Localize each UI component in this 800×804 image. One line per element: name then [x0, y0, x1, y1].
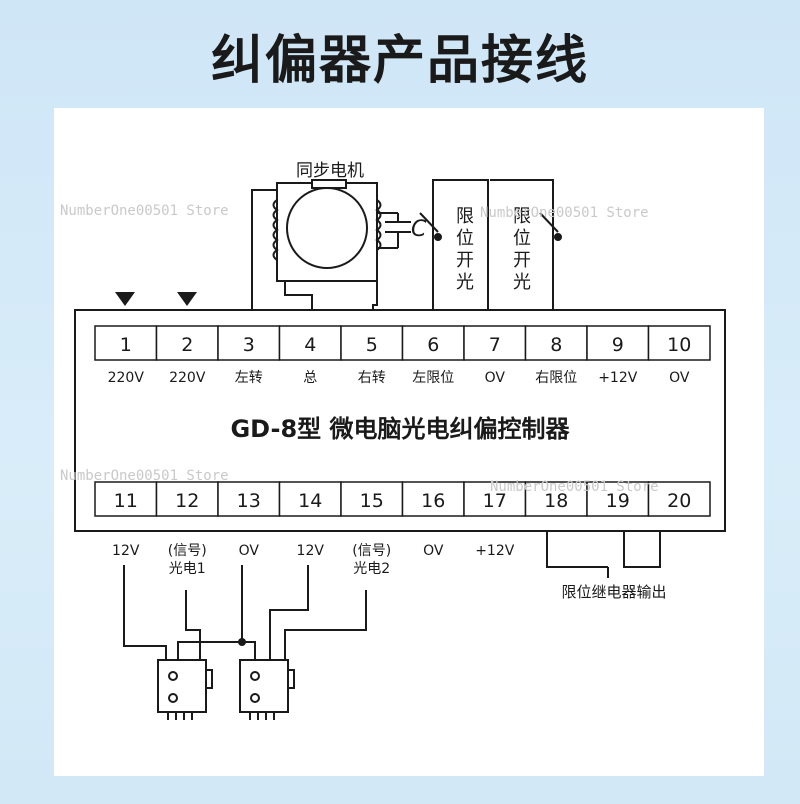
top-terminal-10 [647, 325, 711, 361]
bottom-terminal-19 [586, 481, 650, 517]
top-terminal-label: +12V [598, 370, 638, 386]
photoelectric-sensor-2-icon [239, 659, 295, 720]
limit-switch-left-loop [432, 179, 489, 318]
top-terminal-number: 5 [366, 334, 378, 356]
svg-text:开: 开 [456, 250, 474, 271]
svg-text:光: 光 [513, 272, 531, 293]
svg-text:位: 位 [456, 228, 474, 249]
top-terminal-label: 右限位 [535, 370, 577, 386]
top-terminal-label: 左限位 [412, 370, 454, 386]
top-terminal-label: 220V [169, 370, 206, 386]
top-terminal-label: 右转 [358, 370, 386, 386]
relay-output-label: 限位继电器输出 [561, 583, 666, 601]
limit-switch-label-left: 限 位 开 光 [456, 206, 474, 293]
page-title: 纠偏器产品接线 [210, 31, 589, 91]
photoelectric-sensor-1-icon [157, 659, 213, 720]
watermark-3: NumberOne00501 Store [60, 468, 229, 484]
bottom-terminal-number: 16 [421, 490, 445, 512]
limit-switch-right-contact [539, 212, 559, 233]
top-terminal-number: 3 [243, 334, 255, 356]
top-terminal-7 [463, 325, 527, 361]
watermark-2: NumberOne00501 Store [480, 205, 649, 221]
power-arrow-2-icon [177, 292, 197, 306]
bottom-terminal-18 [524, 481, 588, 517]
junction-dot [238, 638, 246, 646]
bottom-terminal-label: 光电2 [353, 561, 390, 577]
bottom-terminal-16 [401, 481, 465, 517]
watermark-1: NumberOne00501 Store [60, 203, 229, 219]
top-terminal-number: 10 [667, 334, 691, 356]
svg-text:位: 位 [513, 228, 531, 249]
bottom-terminal-number: 15 [360, 490, 384, 512]
top-terminal-number: 6 [427, 334, 439, 356]
relay-output-wiring [546, 531, 661, 578]
top-terminal-label: 左转 [235, 370, 263, 386]
top-terminal-number: 9 [612, 334, 624, 356]
bottom-terminal-14 [278, 481, 342, 517]
top-terminal-number: 4 [304, 334, 316, 356]
bottom-terminal-label: 12V [112, 543, 140, 559]
top-terminal-label: OV [669, 370, 690, 386]
bottom-terminal-label: 12V [297, 543, 325, 559]
bottom-terminal-label: (信号) [352, 543, 391, 559]
synchronous-motor [251, 179, 411, 318]
bottom-terminal-number: 20 [667, 490, 691, 512]
top-terminal-label: OV [485, 370, 506, 386]
bottom-terminal-number: 19 [606, 490, 630, 512]
bottom-terminal-number: 11 [114, 490, 138, 512]
bottom-terminal-12 [155, 481, 219, 517]
bottom-terminal-number: 18 [544, 490, 568, 512]
limit-switches [419, 179, 562, 318]
bottom-terminal-number: 12 [175, 490, 199, 512]
bottom-terminal-label: OV [423, 543, 444, 559]
bottom-terminal-number: 13 [237, 490, 261, 512]
bottom-terminal-label: +12V [475, 543, 515, 559]
top-terminal-number: 2 [181, 334, 193, 356]
bottom-terminal-label: OV [239, 543, 260, 559]
top-terminal-number: 7 [489, 334, 501, 356]
motor-coil-left-icon [272, 199, 279, 261]
motor-box [276, 182, 378, 282]
bottom-terminal-15 [340, 481, 404, 517]
watermark-4: NumberOne00501 Store [490, 479, 659, 495]
motor-label-tab [311, 179, 347, 189]
bottom-terminal-number: 14 [298, 490, 322, 512]
motor-coil-right-icon [375, 199, 382, 251]
svg-text:开: 开 [513, 250, 531, 271]
motor-rotor-icon [286, 187, 368, 269]
bottom-terminal-label: (信号) [168, 543, 207, 559]
sensor-wiring [123, 565, 367, 660]
controller-name: GD-8型 微电脑光电纠偏控制器 [230, 415, 570, 443]
limit-switch-left-contact [419, 212, 439, 233]
motor-label: 同步电机 [296, 161, 364, 181]
bottom-terminal-11 [94, 481, 158, 517]
top-terminal-number: 8 [550, 334, 562, 356]
top-terminal-2 [155, 325, 219, 361]
bottom-terminal-label: 光电1 [169, 561, 206, 577]
power-arrow-1-icon [115, 292, 135, 306]
svg-text:限: 限 [513, 206, 531, 227]
top-terminal-number: 1 [120, 334, 132, 356]
top-terminal-label: 220V [108, 370, 145, 386]
bottom-terminal-13 [217, 481, 281, 517]
svg-text:限: 限 [456, 206, 474, 227]
limit-switch-label-right: 限 位 开 光 [513, 206, 531, 293]
top-terminal-label: 总 [303, 370, 317, 386]
svg-text:光: 光 [456, 272, 474, 293]
limit-switch-right-loop [490, 179, 554, 318]
bottom-terminal-number: 17 [483, 490, 507, 512]
bottom-terminal-20 [647, 481, 711, 517]
capacitor-label: C [411, 217, 427, 242]
